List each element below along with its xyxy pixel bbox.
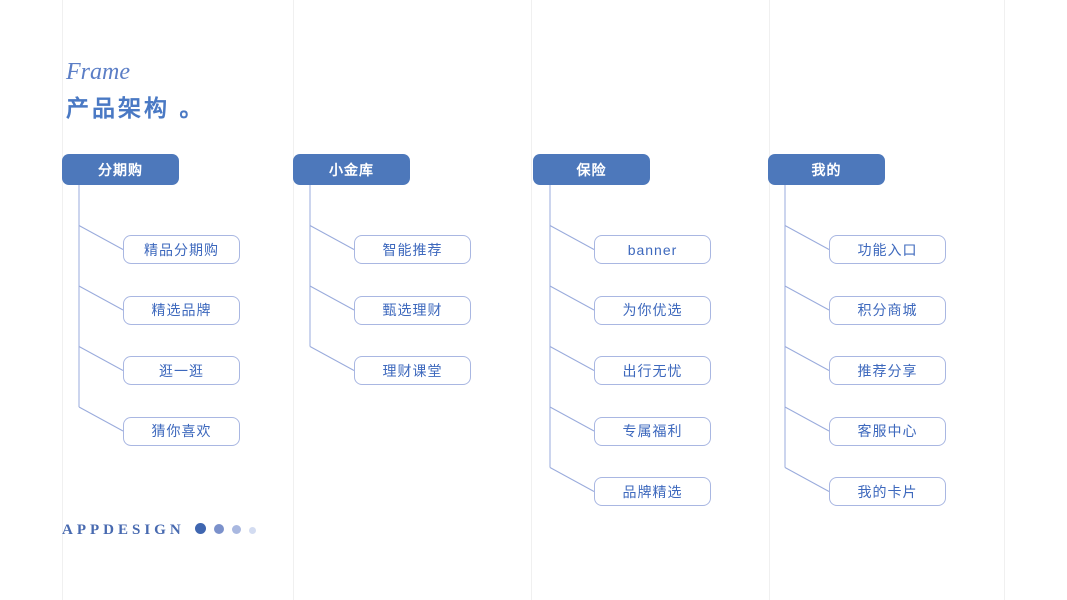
connector-line — [784, 225, 830, 250]
connector-line — [309, 285, 355, 311]
guide-line — [62, 0, 63, 600]
brand-logo: APPDESIGN — [62, 522, 185, 538]
child-node[interactable]: 甄选理财 — [354, 295, 471, 325]
guide-line — [769, 0, 770, 600]
title-block: Frame 产品架构 。 — [66, 58, 205, 122]
progress-dot — [231, 525, 241, 534]
guide-line — [531, 0, 532, 600]
guide-line — [1004, 0, 1005, 600]
connector-line — [549, 225, 595, 250]
connector-line — [78, 406, 124, 432]
child-node[interactable]: 积分商城 — [829, 295, 946, 325]
child-node[interactable]: 猜你喜欢 — [123, 416, 240, 446]
connector-line — [549, 346, 595, 371]
child-node[interactable]: 我的卡片 — [829, 477, 946, 506]
branch-header[interactable]: 分期购 — [62, 154, 179, 185]
footer: APPDESIGN — [62, 521, 264, 539]
frame-label: Frame — [66, 59, 130, 85]
branch-header[interactable]: 小金库 — [293, 154, 410, 185]
child-node[interactable]: 为你优选 — [594, 295, 711, 325]
connector-line — [309, 225, 355, 250]
guide-line — [293, 0, 294, 600]
connector-line — [78, 285, 124, 311]
progress-dot — [248, 527, 256, 534]
connector-line — [309, 346, 355, 371]
connector-line — [78, 225, 124, 250]
child-node[interactable]: 功能入口 — [829, 235, 946, 264]
child-node[interactable]: banner — [594, 235, 711, 264]
progress-dot — [213, 524, 224, 534]
connector-line — [549, 467, 595, 492]
child-node[interactable]: 精品分期购 — [123, 235, 240, 264]
connector-line — [784, 467, 830, 492]
child-node[interactable]: 推荐分享 — [829, 356, 946, 385]
page-title: 产品架构 。 — [66, 95, 206, 121]
branch-header[interactable]: 我的 — [768, 154, 885, 185]
connector-line — [78, 346, 124, 371]
connector-line — [549, 285, 595, 311]
child-node[interactable]: 品牌精选 — [594, 477, 711, 506]
connector-line — [784, 406, 830, 432]
child-node[interactable]: 精选品牌 — [123, 295, 240, 325]
child-node[interactable]: 智能推荐 — [354, 235, 471, 264]
child-node[interactable]: 逛一逛 — [123, 356, 240, 385]
connector-line — [784, 285, 830, 311]
child-node[interactable]: 出行无忧 — [594, 356, 711, 385]
connector-line — [549, 406, 595, 432]
progress-dot — [194, 523, 206, 534]
child-node[interactable]: 专属福利 — [594, 416, 711, 446]
child-node[interactable]: 理财课堂 — [354, 356, 471, 385]
child-node[interactable]: 客服中心 — [829, 416, 946, 446]
progress-dots — [194, 521, 264, 539]
connector-line — [784, 346, 830, 371]
branch-header[interactable]: 保险 — [533, 154, 650, 185]
